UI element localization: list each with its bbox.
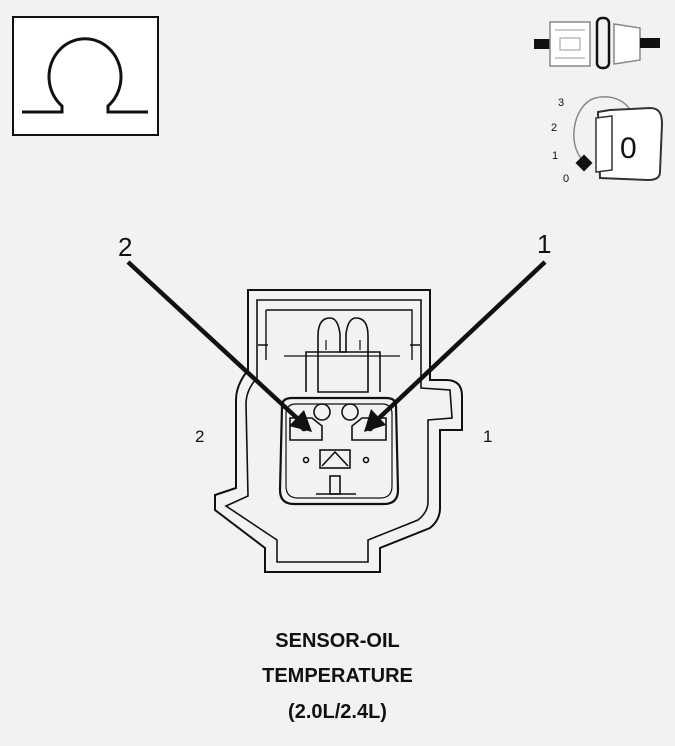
ignition-position-2: 2	[551, 122, 557, 134]
connector-face	[278, 396, 400, 506]
ignition-key-label: 0	[620, 132, 637, 165]
ignition-position-3: 3	[558, 97, 564, 109]
connector-disconnect-icon	[534, 16, 660, 70]
ignition-position-0: 0	[563, 173, 569, 185]
ignition-key-icon: 3 2 1 0 0	[551, 96, 664, 185]
polarization-key	[302, 449, 370, 495]
callout-arrow-2	[126, 260, 312, 432]
side-label-2: 2	[195, 427, 204, 446]
caption-line-1: SENSOR-OIL	[275, 630, 400, 652]
callout-label-1: 1	[537, 229, 551, 259]
callout-label-2: 2	[118, 232, 132, 262]
caption-line-3: (2.0L/2.4L)	[288, 701, 387, 723]
side-label-1: 1	[483, 427, 492, 446]
ignition-position-1: 1	[552, 150, 558, 162]
connector-latch	[284, 317, 400, 393]
connector-housing	[214, 289, 463, 573]
caption-line-2: TEMPERATURE	[262, 665, 413, 687]
ohm-meter-icon	[12, 16, 159, 136]
callout-arrow-1	[364, 260, 547, 432]
